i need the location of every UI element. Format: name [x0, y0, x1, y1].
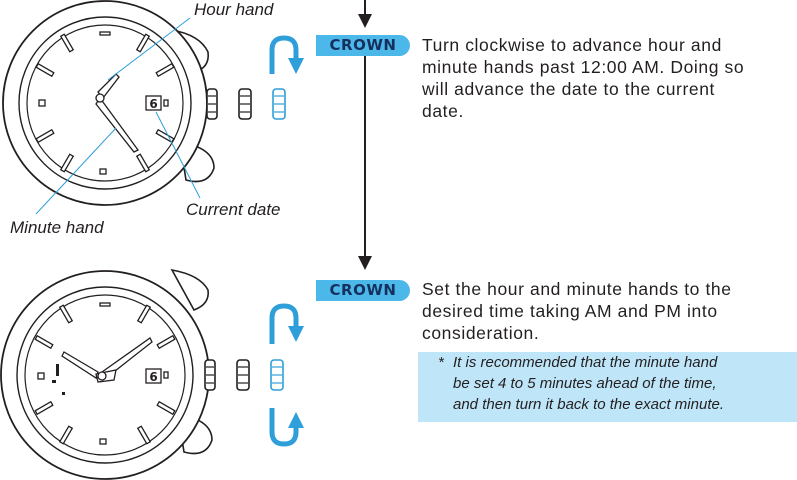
- step-2-text: Set the hour and minute hands to the des…: [422, 278, 732, 344]
- top-date-value: 6: [149, 97, 157, 111]
- step-1-line: Turn clockwise to advance hour and: [422, 35, 722, 55]
- watch-top: 6: [2, 0, 304, 215]
- note-line: It is recommended that the minute hand: [453, 354, 718, 371]
- minute-hand-label: Minute hand: [10, 218, 104, 237]
- hour-hand-label: Hour hand: [194, 0, 274, 19]
- note-line: be set 4 to 5 minutes ahead of the time,: [453, 375, 717, 392]
- crown-icon: [204, 359, 284, 391]
- curved-arrow-icon: [269, 303, 299, 344]
- step-1-text: Turn clockwise to advance hour and minut…: [422, 34, 744, 122]
- crown-icon: [206, 88, 286, 120]
- bottom-date-value: 6: [149, 370, 157, 384]
- down-arrow-icon: [358, 0, 372, 28]
- step-2-line: consideration.: [422, 323, 540, 343]
- step-1-line: date.: [422, 101, 464, 121]
- note-line: and then turn it back to the exact minut…: [453, 396, 724, 413]
- note-marker: *: [438, 354, 444, 371]
- current-date-label: Current date: [186, 200, 281, 219]
- step-1-line: will advance the date to the current: [422, 79, 716, 99]
- crown-badge-step-2: CROWN: [316, 280, 410, 301]
- crown-badge-step-1: CROWN: [316, 35, 410, 56]
- step-2-line: desired time taking AM and PM into: [422, 301, 718, 321]
- watch-bottom: 6: [0, 268, 304, 480]
- step-1-line: minute hands past 12:00 AM. Doing so: [422, 57, 745, 77]
- curved-arrow-icon: [269, 408, 299, 447]
- down-arrow-icon: [358, 56, 372, 270]
- note-box: [418, 352, 797, 422]
- step-2-line: Set the hour and minute hands to the: [422, 279, 732, 299]
- curved-arrow-icon: [269, 35, 299, 74]
